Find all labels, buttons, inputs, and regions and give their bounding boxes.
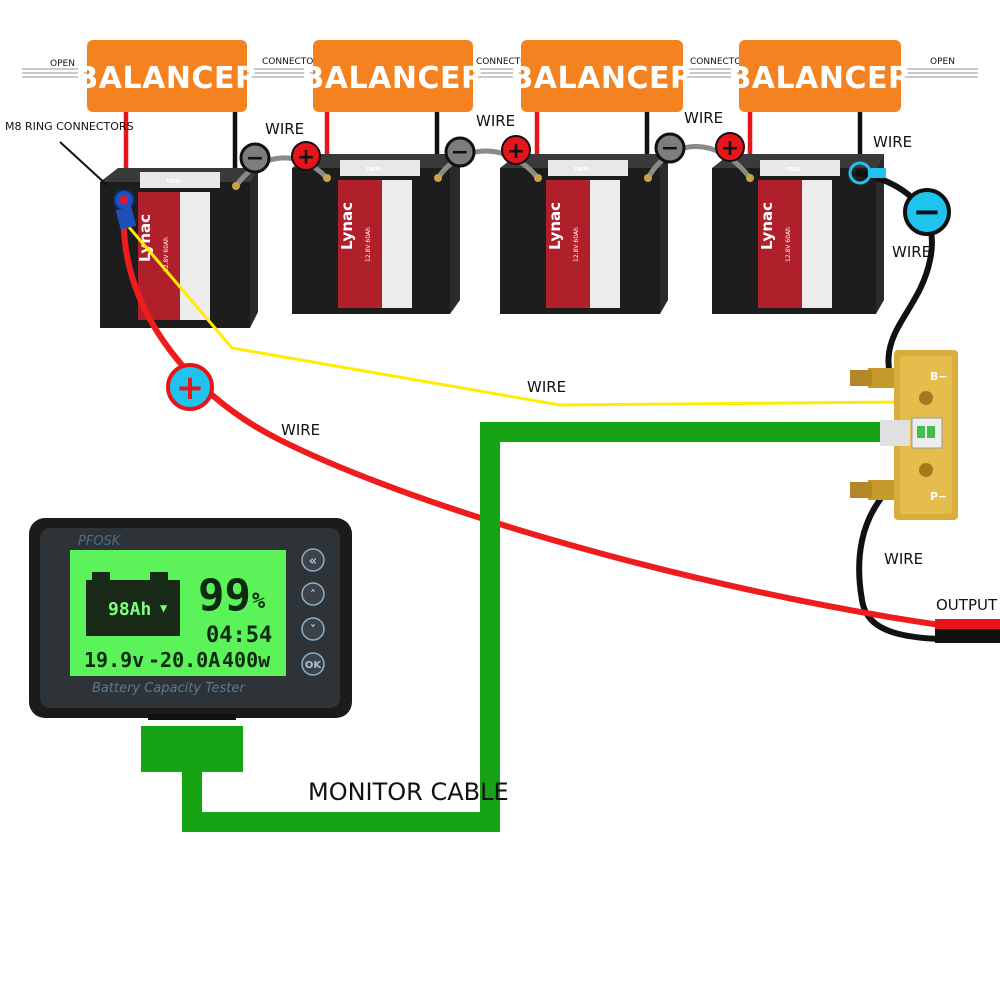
balancer-2-label: BALANCER	[301, 61, 484, 96]
ring-connectors-label: M8 RING CONNECTORS	[5, 120, 134, 133]
battery-1-spec: 12.8V 60Ah	[163, 237, 170, 272]
plus-badge-2: +	[501, 135, 531, 165]
balancer-2: BALANCER	[301, 40, 484, 112]
monitor-percent-unit: %	[252, 589, 266, 614]
monitor-voltage: 19.9v	[84, 648, 144, 672]
wire-label-4: WIRE	[873, 133, 912, 151]
wire-label-output: WIRE	[884, 550, 923, 568]
monitor-capacity-arrow: ▼	[160, 601, 168, 615]
battery-3-badge: TRUE	[574, 167, 589, 173]
battery-1-badge: TRUE	[166, 179, 181, 185]
battery-4-brand: Lynac	[758, 202, 776, 250]
bus-label-open-right: OPEN	[930, 57, 955, 67]
battery-4: Lynac 12.8V 60Ah TRUE	[712, 154, 884, 314]
monitor-brand: PFOSK	[78, 534, 122, 549]
shunt-p-minus: P−	[930, 490, 947, 503]
balancer-3: BALANCER	[510, 40, 693, 112]
monitor-capacity: 98Ah	[108, 599, 151, 620]
plus-symbol-1: +	[297, 145, 315, 170]
minus-symbol-3: −	[661, 136, 679, 161]
wire-label-3: WIRE	[684, 109, 723, 127]
shunt-b-minus: B−	[930, 370, 948, 383]
bus-label-connector-2: CONNECTOR	[476, 57, 534, 67]
monitor-cable	[182, 422, 900, 832]
bus-label-connector-3: CONNECTOR	[690, 57, 748, 67]
battery-2: Lynac 12.8V 60Ah TRUE	[292, 154, 460, 314]
chevron-down-icon: ˅	[310, 623, 316, 637]
balancer-1-label: BALANCER	[75, 61, 258, 96]
monitor-subtitle: Battery Capacity Tester	[92, 681, 246, 696]
balancer-3-label: BALANCER	[510, 61, 693, 96]
terminal-posts	[232, 174, 754, 190]
chevron-up-icon: ˄	[310, 588, 316, 602]
battery-4-badge: TRUE	[786, 167, 801, 173]
battery-2-badge: TRUE	[366, 167, 381, 173]
battery-2-spec: 12.8V 60Ah	[365, 227, 372, 262]
bus-label-connector-1: CONNECTOR	[262, 57, 320, 67]
plus-badge-1: +	[291, 141, 321, 171]
sense-wire	[126, 225, 911, 407]
wire-label-sense: WIRE	[527, 378, 566, 396]
monitor-back-button[interactable]: «	[301, 548, 325, 572]
monitor-cable-label: MONITOR CABLE	[308, 778, 509, 806]
monitor-cable-connector	[141, 726, 243, 772]
battery-3: Lynac 12.8V 60Ah TRUE	[500, 154, 668, 314]
monitor-ok-button[interactable]: OK	[301, 652, 325, 676]
output-label: OUTPUT	[936, 596, 998, 614]
minus-symbol-1: −	[246, 146, 264, 171]
double-chevron-left-icon: «	[309, 554, 317, 569]
monitor-percent: 99	[198, 570, 251, 621]
minus-symbol-2: −	[451, 140, 469, 165]
ok-button-label: OK	[305, 660, 323, 671]
battery-4-spec: 12.8V 60Ah	[785, 227, 792, 262]
ring-connector-positive	[113, 189, 137, 230]
main-plus-symbol: +	[176, 368, 205, 408]
negative-main-wire	[861, 171, 935, 376]
monitor-up-button[interactable]: ˄	[301, 582, 325, 606]
wire-label-pos: WIRE	[281, 421, 320, 439]
series-links	[233, 144, 752, 188]
ring-connector-negative	[848, 161, 886, 185]
plus-symbol-3: +	[721, 136, 739, 161]
shunt: B− P−	[850, 350, 958, 520]
positive-main-wire	[120, 213, 1000, 628]
battery-3-spec: 12.8V 60Ah	[573, 227, 580, 262]
minus-badge-2: −	[444, 136, 476, 168]
wire-label-2: WIRE	[476, 112, 515, 130]
battery-3-brand: Lynac	[546, 202, 564, 250]
battery-2-brand: Lynac	[338, 202, 356, 250]
battery-monitor: PFOSK 98Ah ▼ 99 % 04:54 19.9v -20.0A 400…	[29, 518, 352, 720]
wire-label-neg: WIRE	[892, 243, 931, 261]
wire-label-1: WIRE	[265, 120, 304, 138]
plus-symbol-2: +	[507, 139, 525, 164]
monitor-down-button[interactable]: ˅	[301, 617, 325, 641]
balancer-4: BALANCER	[728, 40, 911, 112]
main-minus-badge: −	[903, 188, 951, 236]
monitor-current: -20.0A	[148, 648, 220, 672]
monitor-power: 400w	[222, 648, 271, 672]
minus-badge-3: −	[654, 132, 686, 164]
balancer-1: BALANCER	[75, 40, 258, 112]
balancer-4-label: BALANCER	[728, 61, 911, 96]
main-minus-symbol: −	[913, 192, 942, 232]
monitor-time: 04:54	[206, 623, 272, 648]
minus-badge-1: −	[239, 142, 271, 174]
plus-badge-3: +	[715, 132, 745, 162]
main-plus-badge: +	[166, 363, 214, 411]
bus-label-open-left: OPEN	[50, 59, 75, 69]
